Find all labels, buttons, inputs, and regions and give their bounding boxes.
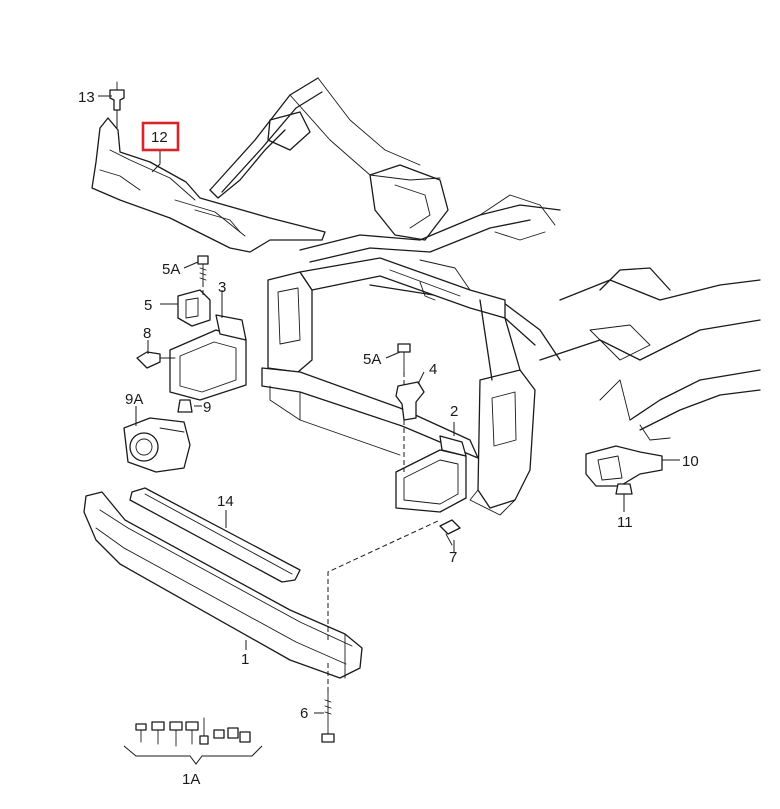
label-1: 1 xyxy=(241,651,249,668)
label-12: 12 xyxy=(151,129,168,146)
part-4-bracket xyxy=(395,381,425,421)
part-12-air-guide xyxy=(91,117,326,253)
label-10: 10 xyxy=(682,453,699,470)
part-6-bolt xyxy=(321,691,335,743)
label-5a-right: 5A xyxy=(363,351,381,368)
label-4: 4 xyxy=(429,361,437,378)
part-11-nut xyxy=(615,483,633,495)
label-3: 3 xyxy=(218,279,226,296)
part-1a-fastener-set xyxy=(123,717,263,765)
label-14: 14 xyxy=(217,493,234,510)
part-9-nut xyxy=(177,399,193,413)
part-7-bolt xyxy=(439,519,461,546)
highlight-box-12 xyxy=(141,121,180,152)
label-9: 9 xyxy=(203,399,211,416)
label-1a: 1A xyxy=(182,771,200,788)
lock-carrier xyxy=(261,257,536,516)
part-labels: 13 12 5A 3 5 8 9A 9 14 1 6 1A 5A 4 2 7 1… xyxy=(78,89,699,788)
part-10-bracket xyxy=(585,445,663,487)
label-5a-left: 5A xyxy=(162,261,180,278)
part-5-bracket xyxy=(177,289,211,327)
part-13-clip xyxy=(109,81,125,128)
label-7: 7 xyxy=(449,549,457,566)
leader-lines xyxy=(98,95,680,714)
part-3-bracket xyxy=(169,314,247,401)
part-5a-bolt-right xyxy=(397,343,411,373)
label-9a: 9A xyxy=(125,391,143,408)
label-6: 6 xyxy=(300,705,308,722)
part-2-bracket xyxy=(395,435,467,513)
label-8: 8 xyxy=(143,325,151,342)
part-14-deflector xyxy=(129,487,301,583)
part-5a-bolt-left xyxy=(197,255,209,283)
label-11: 11 xyxy=(617,514,633,531)
assembly-lines xyxy=(160,282,441,692)
part-1-bumper-carrier xyxy=(83,491,363,679)
part-9a-sensor xyxy=(123,417,191,473)
label-2: 2 xyxy=(450,403,458,420)
label-13: 13 xyxy=(78,89,95,106)
label-5: 5 xyxy=(144,297,152,314)
part-8-bolt xyxy=(136,351,176,369)
